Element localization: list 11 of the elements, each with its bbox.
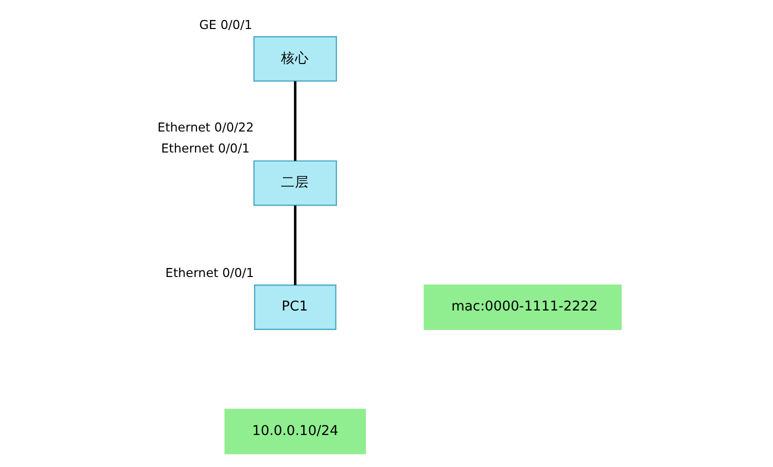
connector <box>294 81 296 161</box>
node-box: 二层 <box>253 160 337 206</box>
node-label: Ethernet 0/0/1 <box>165 266 254 280</box>
node-label: Ethernet 0/0/22 <box>157 120 254 134</box>
node-box: 10.0.0.10/24 <box>224 408 366 454</box>
connector <box>294 206 296 286</box>
node-box: 核心 <box>253 36 337 82</box>
node-label: GE 0/0/1 <box>199 18 252 32</box>
node-label: Ethernet 0/0/1 <box>161 141 250 156</box>
node-box: mac:0000-1111-2222 <box>424 284 622 330</box>
node-box: PC1 <box>254 284 336 330</box>
